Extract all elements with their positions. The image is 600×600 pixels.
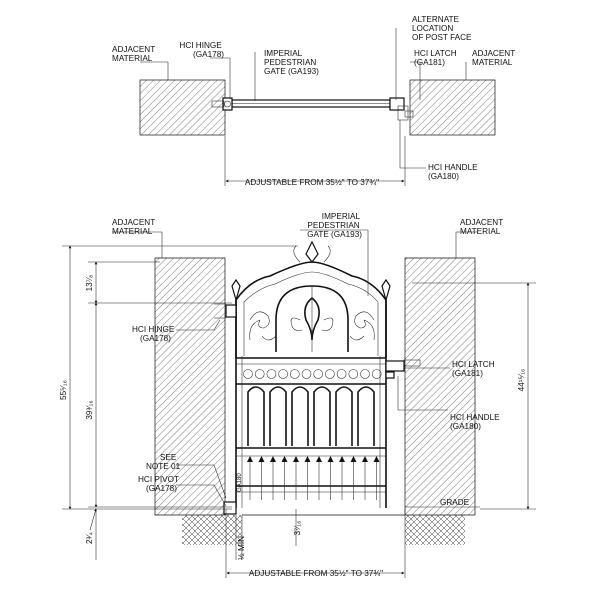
gate-ring bbox=[325, 369, 335, 379]
gate-panel-arch bbox=[269, 386, 287, 446]
dimension-body: 39³⁄₁₆ bbox=[85, 400, 94, 419]
elevation-latch bbox=[385, 360, 405, 372]
dimension-bottom: 2³⁄₄ bbox=[85, 531, 94, 544]
gate-picket-tip bbox=[281, 456, 288, 462]
plan-adjacent-material-right bbox=[409, 79, 496, 136]
elevation-pivot-label: HCI PIVOT (GA178) bbox=[138, 475, 181, 493]
gate-ring bbox=[371, 369, 382, 379]
gate-picket-tip bbox=[362, 456, 368, 462]
plan-gate bbox=[211, 97, 414, 121]
gate-picket-tip bbox=[373, 456, 380, 462]
gate-panel-arch bbox=[335, 386, 353, 446]
elevation-gate-pickets bbox=[247, 386, 375, 446]
dimension-min: ½ MIN bbox=[237, 536, 246, 560]
elevation-pivot bbox=[223, 501, 237, 515]
plan-alternate-label: ALTERNATE LOCATION OF POST FACE bbox=[412, 15, 472, 42]
elevation-adjacent-material-right bbox=[404, 257, 476, 516]
gate-ring bbox=[336, 369, 347, 379]
plan-hinge bbox=[222, 97, 233, 111]
elevation-handle bbox=[385, 371, 395, 379]
elevation-hinge-label: HCI HINGE (GA178) bbox=[132, 325, 177, 343]
elevation-gate-label: IMPERIAL PEDESTRIAN GATE (GA193) bbox=[307, 212, 362, 239]
elevation-latch-label: HCI LATCH (GA181) bbox=[452, 360, 497, 378]
plan-adjacent-left-label: ADJACENT MATERIAL bbox=[112, 45, 157, 63]
elevation-see-note-label: SEE NOTE 01 bbox=[146, 453, 181, 471]
plan-view: ADJACENT MATERIAL HCI HINGE (GA178) IMPE… bbox=[112, 15, 517, 187]
dimension-gap: 3⁷⁄₁₆ bbox=[293, 521, 302, 536]
plan-latch-label: HCI LATCH (GA181) bbox=[414, 49, 459, 67]
elevation-grade-label: GRADE bbox=[440, 498, 470, 507]
plan-handle-label: HCI HANDLE (GA180) bbox=[428, 163, 480, 181]
gate-ring bbox=[243, 369, 253, 379]
gate-panel-arch bbox=[357, 386, 375, 446]
plan-adjacent-right-label: ADJACENT MATERIAL bbox=[472, 49, 517, 67]
elevation-adjacent-right-label: ADJACENT MATERIAL bbox=[460, 218, 505, 236]
elevation-gate-rings bbox=[243, 369, 382, 379]
elevation-adjustable-dimension: ADJUSTABLE FROM 35½" TO 37¾" bbox=[249, 569, 383, 578]
gate-picket-tip bbox=[293, 456, 299, 462]
gate-picket-tip bbox=[258, 456, 265, 462]
gate-picket-tip bbox=[247, 456, 253, 462]
plan-adjacent-material-left bbox=[139, 79, 226, 136]
gate-ring bbox=[348, 369, 359, 379]
elevation-pivot-tag: GA180 bbox=[237, 473, 243, 492]
elevation-view: GA180 ADJACENT MATERIAL bbox=[59, 212, 536, 578]
gate-panel-arch bbox=[291, 386, 309, 446]
elevation-adjacent-left-label: ADJACENT MATERIAL bbox=[112, 218, 157, 236]
gate-picket-tip bbox=[316, 456, 322, 462]
gate-picket-tip bbox=[327, 456, 334, 462]
gate-ring bbox=[290, 369, 300, 379]
gate-ring bbox=[278, 369, 288, 379]
dimension-top: 13⁷⁄₈ bbox=[85, 275, 94, 292]
gate-ring bbox=[254, 369, 265, 379]
gate-picket-tip bbox=[339, 456, 345, 462]
gate-picket-tip bbox=[270, 456, 276, 462]
plan-latch bbox=[389, 97, 405, 111]
elevation-handle-label: HCI HANDLE (GA180) bbox=[450, 413, 502, 431]
plan-gate-label: IMPERIAL PEDESTRIAN GATE (GA193) bbox=[264, 49, 319, 76]
plan-adjustable-dimension: ADJUSTABLE FROM 35½" TO 37¾" bbox=[245, 178, 379, 187]
gate-ring bbox=[266, 369, 277, 379]
elevation-hinge bbox=[225, 304, 237, 318]
gate-picket-tip bbox=[350, 456, 357, 462]
gate-picket-tip bbox=[304, 456, 311, 462]
dimension-right-height: 44¹⁵⁄₁₆ bbox=[517, 369, 526, 392]
plan-hinge-label: HCI HINGE (GA178) bbox=[179, 41, 224, 59]
gate-ring bbox=[301, 369, 312, 379]
gate-panel-arch bbox=[313, 386, 331, 446]
dimension-overall-height: 55⁵⁄₁₆ bbox=[59, 380, 68, 400]
gate-ring bbox=[360, 369, 370, 379]
elevation-gate bbox=[231, 240, 391, 508]
elevation-gate-bottom-pickets bbox=[247, 456, 380, 500]
gate-ring bbox=[313, 369, 323, 379]
gate-panel-arch bbox=[247, 386, 265, 446]
